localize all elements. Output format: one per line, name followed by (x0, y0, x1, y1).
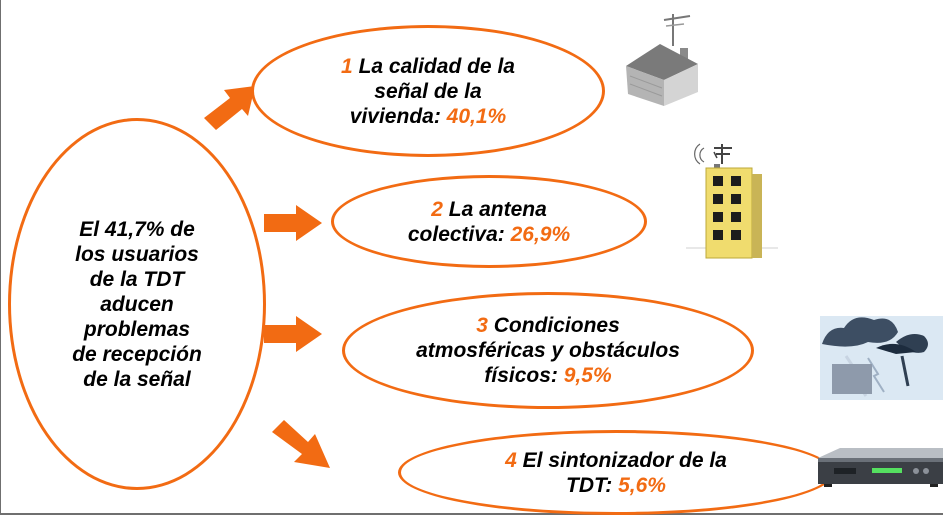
house-with-antenna-icon (626, 14, 698, 106)
item-text-line: Condiciones (493, 314, 620, 337)
apartment-building-icon (686, 143, 778, 259)
frame-bottom-border (0, 513, 943, 515)
item-text-line: El sintonizador de la (522, 448, 727, 472)
item-label-end: TDT: (566, 473, 613, 497)
main-ellipse: El 41,7% de los usuarios de la TDT aduce… (8, 118, 266, 490)
item-4-text: 4 El sintonizador de la TDT: 5,6% (505, 448, 727, 498)
main-line: de la TDT (89, 267, 185, 291)
item-percent: 9,5% (563, 364, 612, 387)
item-number: 3 (476, 314, 488, 337)
main-line: los usuarios (75, 242, 199, 266)
item-2-text: 2 La antena colectiva: 26,9% (408, 197, 570, 247)
item-1-text: 1 La calidad de la señal de la vivienda:… (333, 54, 523, 129)
arrow-to-item-4 (272, 420, 330, 468)
item-1-ellipse: 1 La calidad de la señal de la vivienda:… (251, 25, 605, 157)
item-4-ellipse: 4 El sintonizador de la TDT: 5,6% (398, 430, 834, 515)
item-percent: 5,6% (618, 473, 666, 497)
main-line: problemas (83, 317, 191, 341)
item-number: 1 (341, 54, 353, 78)
main-line: de la señal (83, 367, 191, 391)
tdt-receiver-icon (818, 448, 943, 487)
main-line: de recepción (72, 342, 202, 366)
item-percent: 40,1% (446, 104, 507, 128)
item-3-text: 3 Condiciones atmosféricas y obstáculos … (416, 313, 680, 388)
item-text-line: atmosféricas y obstáculos (416, 339, 680, 362)
main-line: El 41,7% de (79, 217, 195, 241)
main-text: El 41,7% de los usuarios de la TDT aduce… (62, 217, 212, 392)
item-text-line: La calidad de la (358, 54, 515, 78)
arrow-to-item-3 (264, 316, 322, 352)
item-text-line: señal de la (374, 79, 482, 103)
item-label-end: colectiva: (407, 222, 505, 246)
item-label-end: físicos: (484, 364, 558, 387)
item-2-ellipse: 2 La antena colectiva: 26,9% (331, 175, 647, 268)
item-number: 4 (505, 448, 517, 472)
item-number: 2 (431, 197, 443, 221)
storm-weather-icon (820, 316, 943, 400)
arrow-to-item-2 (264, 205, 322, 241)
item-3-ellipse: 3 Condiciones atmosféricas y obstáculos … (342, 292, 754, 409)
item-text-line: La antena (448, 197, 547, 221)
main-line: aducen (100, 292, 174, 316)
frame-left-border (0, 0, 1, 515)
arrow-to-item-1 (204, 86, 255, 130)
item-percent: 26,9% (510, 222, 571, 246)
item-label-end: vivienda: (349, 104, 441, 128)
